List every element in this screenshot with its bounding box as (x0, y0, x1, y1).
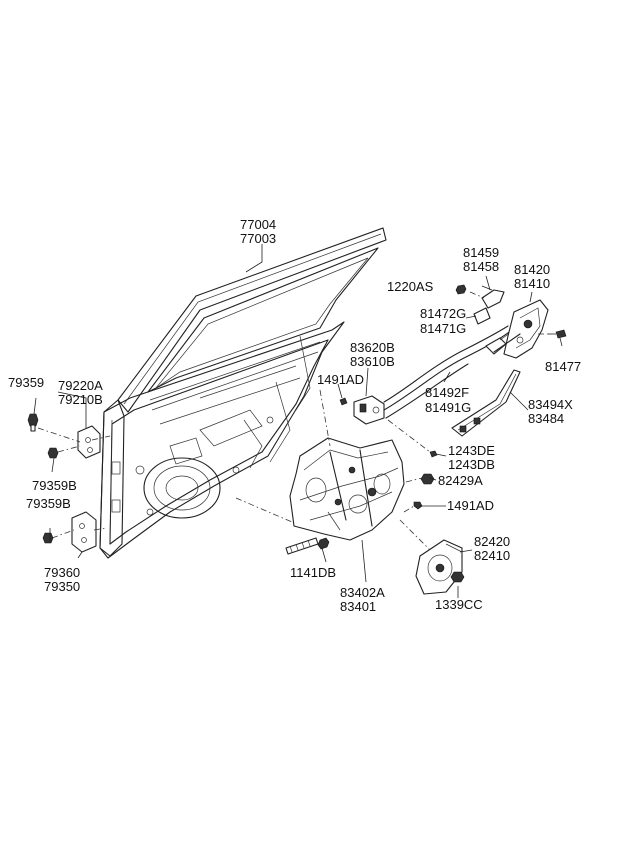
label-cover-screw: 1220AS (387, 279, 434, 294)
label-handle-cover-1: 81459 (463, 245, 499, 260)
nut-82429a (420, 473, 435, 485)
label-guide-rail-2: 83484 (528, 411, 564, 426)
label-door-panel-2: 77003 (240, 231, 276, 246)
label-screw-upper: 1491AD (317, 372, 364, 387)
upper-hinge (77, 425, 101, 459)
label-door-latch-1: 81420 (514, 262, 550, 277)
label-lock-switch-1: 83620B (350, 340, 395, 355)
label-window-regulator-1: 83402A (340, 585, 385, 600)
label-handle-cover-2: 81458 (463, 259, 499, 274)
label-nut: 82429A (438, 473, 483, 488)
screw-1491ad-lower (413, 501, 423, 510)
label-cable-2: 81491G (425, 400, 471, 415)
bolt-1141db (285, 537, 330, 555)
label-upper-hinge-1: 79220A (58, 378, 103, 393)
label-lock-switch-2: 83610B (350, 354, 395, 369)
label-screw-lower: 1491AD (447, 498, 494, 513)
lower-hinge (71, 511, 97, 553)
window-regulator (289, 437, 405, 541)
label-door-panel-1: 77004 (240, 217, 276, 232)
door-latch (493, 299, 567, 359)
label-upper-hinge-2: 79210B (58, 392, 103, 407)
label-rod-clip-1: 81472G (420, 306, 466, 321)
label-lower-hinge-1: 79360 (44, 565, 80, 580)
assembly-lines (235, 291, 552, 581)
label-guide-rail-1: 83494X (528, 397, 573, 412)
label-lower-hinge-2: 79350 (44, 579, 80, 594)
label-hinge-bolt-lower-1: 79359B (32, 478, 77, 493)
label-regulator-motor-1: 82420 (474, 534, 510, 549)
label-door-latch-2: 81410 (514, 276, 550, 291)
hinge-bolts (27, 413, 111, 544)
label-bolt-1141: 1141DB (290, 565, 336, 580)
label-regulator-motor-2: 82410 (474, 548, 510, 563)
label-rod-clip-2: 81471G (420, 321, 466, 336)
label-cable-1: 81492F (425, 385, 469, 400)
guide-rail (451, 369, 521, 437)
label-bolt-pair-2: 1243DB (448, 457, 495, 472)
label-latch-screw: 81477 (545, 359, 581, 374)
regulator-motor (415, 539, 465, 595)
bolt-1243de (429, 450, 438, 458)
label-window-regulator-2: 83401 (340, 599, 376, 614)
label-hinge-bolt-top: 79359 (8, 375, 44, 390)
label-hinge-bolt-lower-2: 79359B (26, 496, 71, 511)
leader-lines (33, 244, 563, 598)
door-panel (99, 227, 387, 559)
part-labels: 77004 77003 79359 79220A 79210B 79359B 7… (8, 217, 581, 614)
label-nut-1339: 1339CC (435, 597, 483, 612)
label-bolt-pair-1: 1243DE (448, 443, 495, 458)
lock-switch (339, 395, 385, 425)
outside-handle-cover (455, 284, 505, 325)
